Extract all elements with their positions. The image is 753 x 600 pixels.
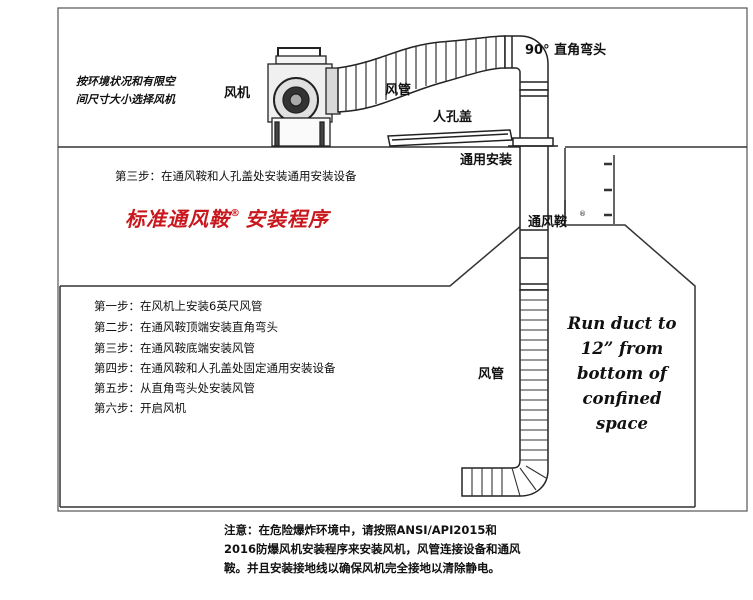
step-item: 第六步：开启风机 [94, 401, 186, 415]
fan-label: 风机 [224, 85, 250, 101]
ladder-rungs [604, 162, 612, 217]
title-suffix: 安装程序 [245, 207, 332, 231]
run-duct-line: 12” from [581, 339, 663, 358]
top-duct-label: 风管 [385, 82, 411, 98]
step-item: 第三步：在通风鞍底端安装风管 [94, 341, 255, 355]
diagram-title: 标准通风鞍® 安装程序 [125, 207, 332, 231]
saddle-tube [519, 89, 549, 291]
step3-note: 第三步：在通风鞍和人孔盖处安装通用安装设备 [115, 169, 357, 183]
run-duct-line: space [595, 414, 648, 433]
elbow-label: 90° 直角弯头 [525, 42, 606, 58]
title-main: 标准通风鞍 [125, 207, 232, 231]
step-item: 第一步：在风机上安装6英尺风管 [94, 299, 262, 313]
env-note-line2: 间尺寸大小选择风机 [76, 93, 176, 106]
run-duct-line: confined [582, 389, 662, 408]
safety-notice: 注意：在危险爆炸环境中，请按照ANSI/API2015和2016防爆风机安装程序… [224, 523, 521, 575]
manhole-cover [387, 129, 513, 147]
run-duct-line: bottom of [577, 364, 670, 383]
bottom-duct-label: 风管 [478, 366, 504, 382]
fan [267, 47, 341, 147]
step-item: 第四步：在通风鞍和人孔盖处固定通用安装设备 [94, 361, 336, 375]
run-duct-line: Run duct to [566, 314, 676, 333]
bottom-duct [461, 289, 549, 497]
universal-mount [508, 137, 558, 147]
manhole-cover-label: 人孔盖 [433, 109, 472, 125]
universal-mount-label: 通用安装 [460, 152, 512, 168]
saddle-registered-mark: ® [579, 210, 586, 218]
step-item: 第二步：在通风鞍顶端安装直角弯头 [94, 320, 278, 334]
saddle-label: 通风鞍 [528, 214, 567, 230]
title-registered-mark: ® [230, 208, 241, 219]
env-note-line1: 按环境状况和有限空 [76, 75, 177, 88]
step-list: 第一步：在风机上安装6英尺风管 第二步：在通风鞍顶端安装直角弯头 第三步：在通风… [94, 299, 336, 415]
step-item: 第五步：从直角弯头处安装风管 [94, 381, 255, 395]
run-duct-note: Run duct to 12” from bottom of confined … [566, 314, 676, 433]
